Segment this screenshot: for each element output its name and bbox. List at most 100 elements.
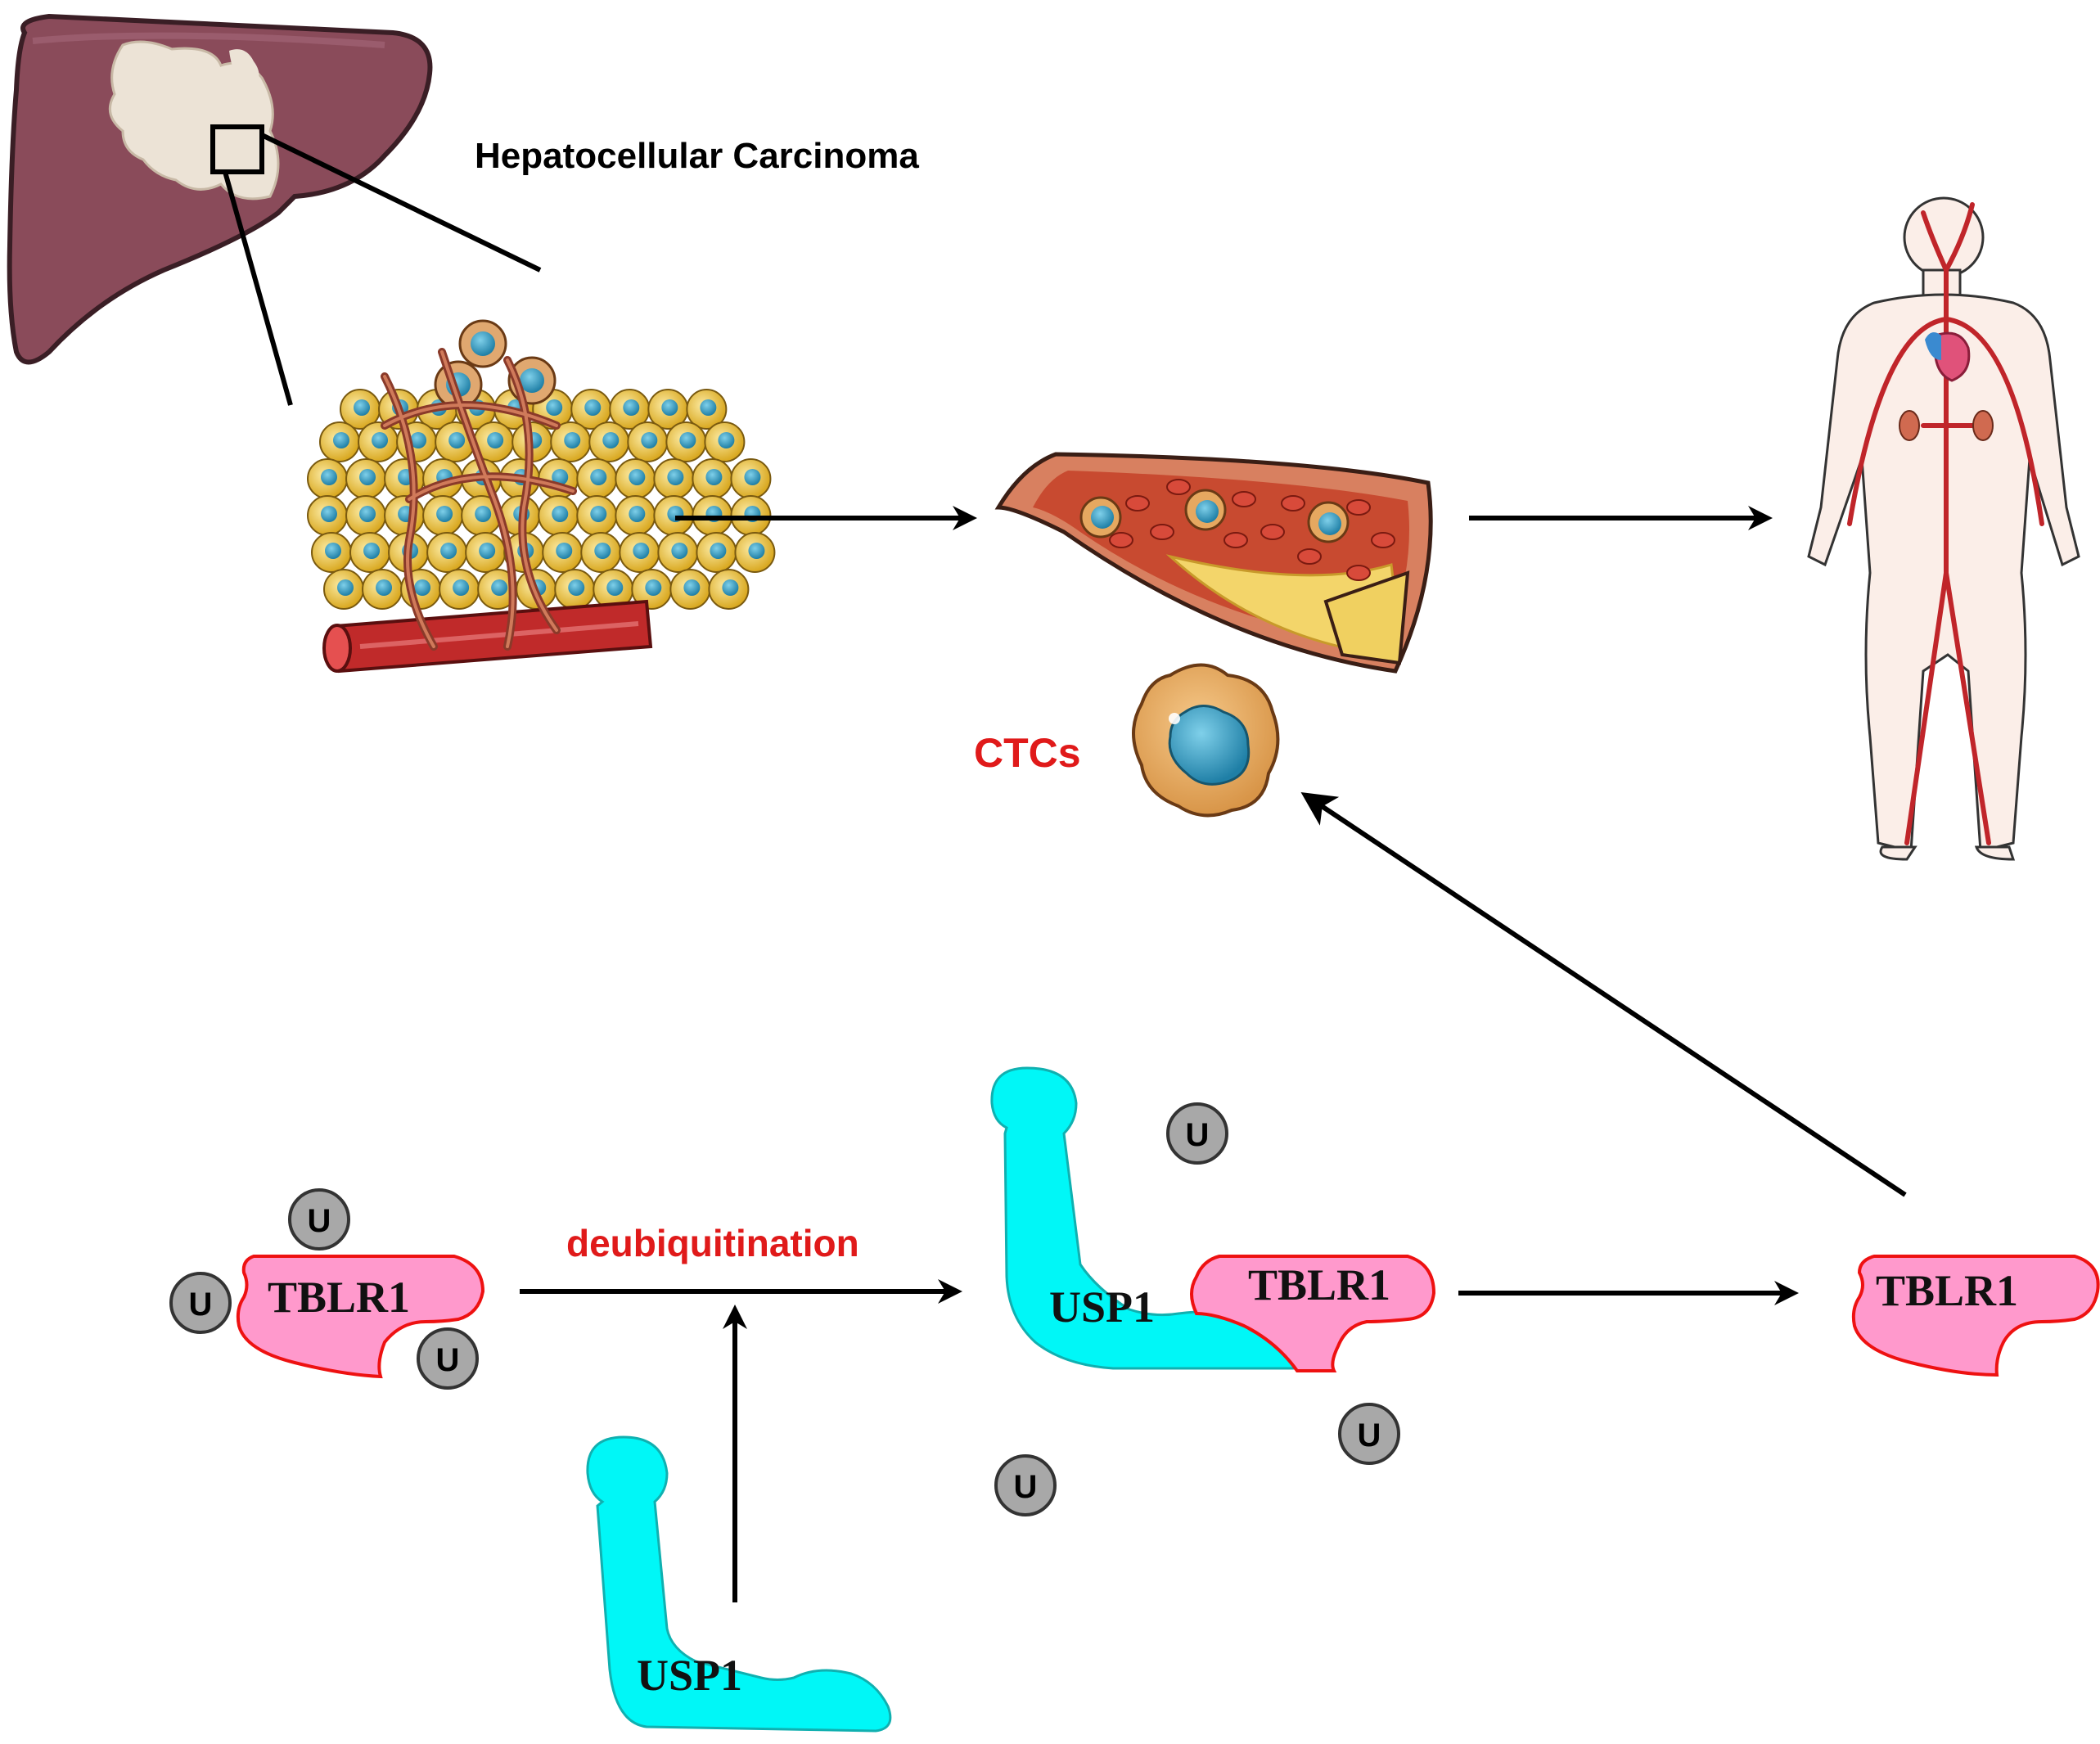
red-blood-cell xyxy=(1281,495,1305,511)
body-organs xyxy=(1899,331,1994,441)
zoom-line-top xyxy=(260,133,542,273)
tumor-cell-nucleus xyxy=(568,579,585,596)
tumor-cell-nucleus xyxy=(337,579,354,596)
red-blood-cell xyxy=(1346,499,1371,516)
tumor-cell-nucleus xyxy=(748,543,765,559)
svg-text:U: U xyxy=(308,1203,331,1239)
tblr1-left-label: TBLR1 xyxy=(268,1273,410,1322)
vessel-ctc-3 xyxy=(1307,501,1350,543)
blood-vessel-section xyxy=(994,452,1433,674)
tumor-cell-nucleus xyxy=(718,432,735,448)
ctc-cell xyxy=(1132,663,1280,818)
tumor-cell-nucleus xyxy=(333,432,349,448)
title-label: Hepatocellular Carcinoma xyxy=(475,136,919,176)
tumor-cell-nucleus xyxy=(414,579,431,596)
svg-text:U: U xyxy=(1186,1117,1210,1153)
tumor-cell-nucleus xyxy=(520,368,544,393)
arrow-tblr1-to-ctc xyxy=(1300,792,1907,1197)
tumor-cell-nucleus xyxy=(671,543,688,559)
tumor-cell-nucleus xyxy=(479,543,496,559)
tumor-cell-nucleus xyxy=(359,506,376,522)
vessel-ctc-2 xyxy=(1184,489,1227,531)
tumor-cell-nucleus xyxy=(376,579,393,596)
tblr1-complex-label: TBLR1 xyxy=(1248,1260,1390,1309)
svg-text:U: U xyxy=(436,1342,460,1378)
tumor-cell-nucleus xyxy=(321,469,337,485)
tumor-cell-nucleus xyxy=(354,399,370,416)
tumor-cell-nucleus xyxy=(661,399,678,416)
svg-text:U: U xyxy=(189,1287,213,1323)
tumor-cell-nucleus xyxy=(453,579,470,596)
red-blood-cell xyxy=(1297,548,1322,565)
tumor-cell-nucleus xyxy=(722,579,739,596)
tumor-cell-nucleus xyxy=(491,579,508,596)
tumor-cell-nucleus xyxy=(475,506,492,522)
zoom-box xyxy=(210,124,264,174)
tumor-cell-nucleus xyxy=(645,579,662,596)
tumor-cell-nucleus xyxy=(594,543,611,559)
ctc-label: CTCs xyxy=(974,730,1081,776)
red-blood-cell xyxy=(1260,524,1285,540)
tumor-cell-nucleus xyxy=(641,432,658,448)
tumor-cell-nucleus xyxy=(440,543,457,559)
tblr1-right-label: TBLR1 xyxy=(1876,1266,2018,1315)
red-blood-cell xyxy=(1166,479,1191,495)
tumor-cell-nucleus xyxy=(410,432,427,448)
red-blood-cell xyxy=(1371,532,1395,548)
ubiquitin-3: U xyxy=(417,1327,479,1390)
red-blood-cell xyxy=(1150,524,1174,540)
tumor-cell-nucleus xyxy=(629,469,646,485)
tumor-cell-nucleus xyxy=(471,331,495,356)
tumor-cell-nucleus xyxy=(546,399,563,416)
tumor-cell-nucleus xyxy=(679,432,696,448)
tumor-cell-nucleus xyxy=(744,469,761,485)
red-blood-cell xyxy=(1109,532,1133,548)
usp1-tblr1-complex: USP1 TBLR1 xyxy=(990,1066,1436,1372)
red-blood-cell xyxy=(1346,565,1371,581)
tblr1-ubiquitinated: TBLR1 xyxy=(236,1255,485,1379)
red-blood-cell xyxy=(1125,495,1150,511)
ubiquitin-5: U xyxy=(1338,1403,1400,1465)
tumor-cell-nucleus xyxy=(705,469,723,485)
tumor-cell-nucleus xyxy=(359,469,376,485)
tumor-cell-nucleus xyxy=(556,543,573,559)
tumor-cell-nucleus xyxy=(584,399,602,416)
red-blood-cell xyxy=(1223,532,1248,548)
deubiquitination-label: deubiquitination xyxy=(566,1222,859,1264)
tumor-cell-nucleus xyxy=(448,432,466,448)
tumor-tissue-illustration xyxy=(307,319,776,610)
ubiquitin-4: U xyxy=(1166,1102,1228,1165)
tumor-cell-nucleus xyxy=(321,506,337,522)
tumor-cell-nucleus xyxy=(590,469,607,485)
tumor-cell-nucleus xyxy=(700,399,717,416)
tumor-cell-nucleus xyxy=(623,399,640,416)
tumor-cell-nucleus xyxy=(325,543,341,559)
tumor-cell-nucleus xyxy=(710,543,727,559)
tumor-cell-nucleus xyxy=(487,432,504,448)
tumor-blood-vessel xyxy=(322,599,653,674)
ubiquitin-2: U xyxy=(169,1272,232,1334)
ubiquitin-6: U xyxy=(994,1454,1057,1516)
tumor-cell-nucleus xyxy=(552,506,569,522)
tumor-cell-nucleus xyxy=(363,543,381,559)
ubiquitin-1: U xyxy=(288,1188,350,1251)
tumor-capillaries-highlight xyxy=(383,350,575,648)
svg-text:U: U xyxy=(1358,1417,1381,1453)
usp1-free: USP1 xyxy=(586,1435,892,1733)
red-blood-cell xyxy=(1232,491,1256,507)
tumor-cell-nucleus xyxy=(372,432,389,448)
body-arteries xyxy=(1847,202,2044,845)
tumor-cell-nucleus xyxy=(629,506,646,522)
usp1-complex-label: USP1 xyxy=(1049,1282,1155,1332)
tumor-cell-nucleus xyxy=(602,432,620,448)
tumor-cell-nucleus xyxy=(683,579,701,596)
tumor-cell-nucleus xyxy=(552,469,569,485)
tblr1-free: TBLR1 xyxy=(1851,1255,2100,1377)
tumor-cell-nucleus xyxy=(564,432,581,448)
tumor-cell-nucleus xyxy=(667,469,684,485)
tumor-cell-nucleus xyxy=(436,506,453,522)
vessel-ctc-1 xyxy=(1079,496,1122,539)
tumor-cell-nucleus xyxy=(633,543,650,559)
zoom-line-bottom xyxy=(223,171,293,406)
